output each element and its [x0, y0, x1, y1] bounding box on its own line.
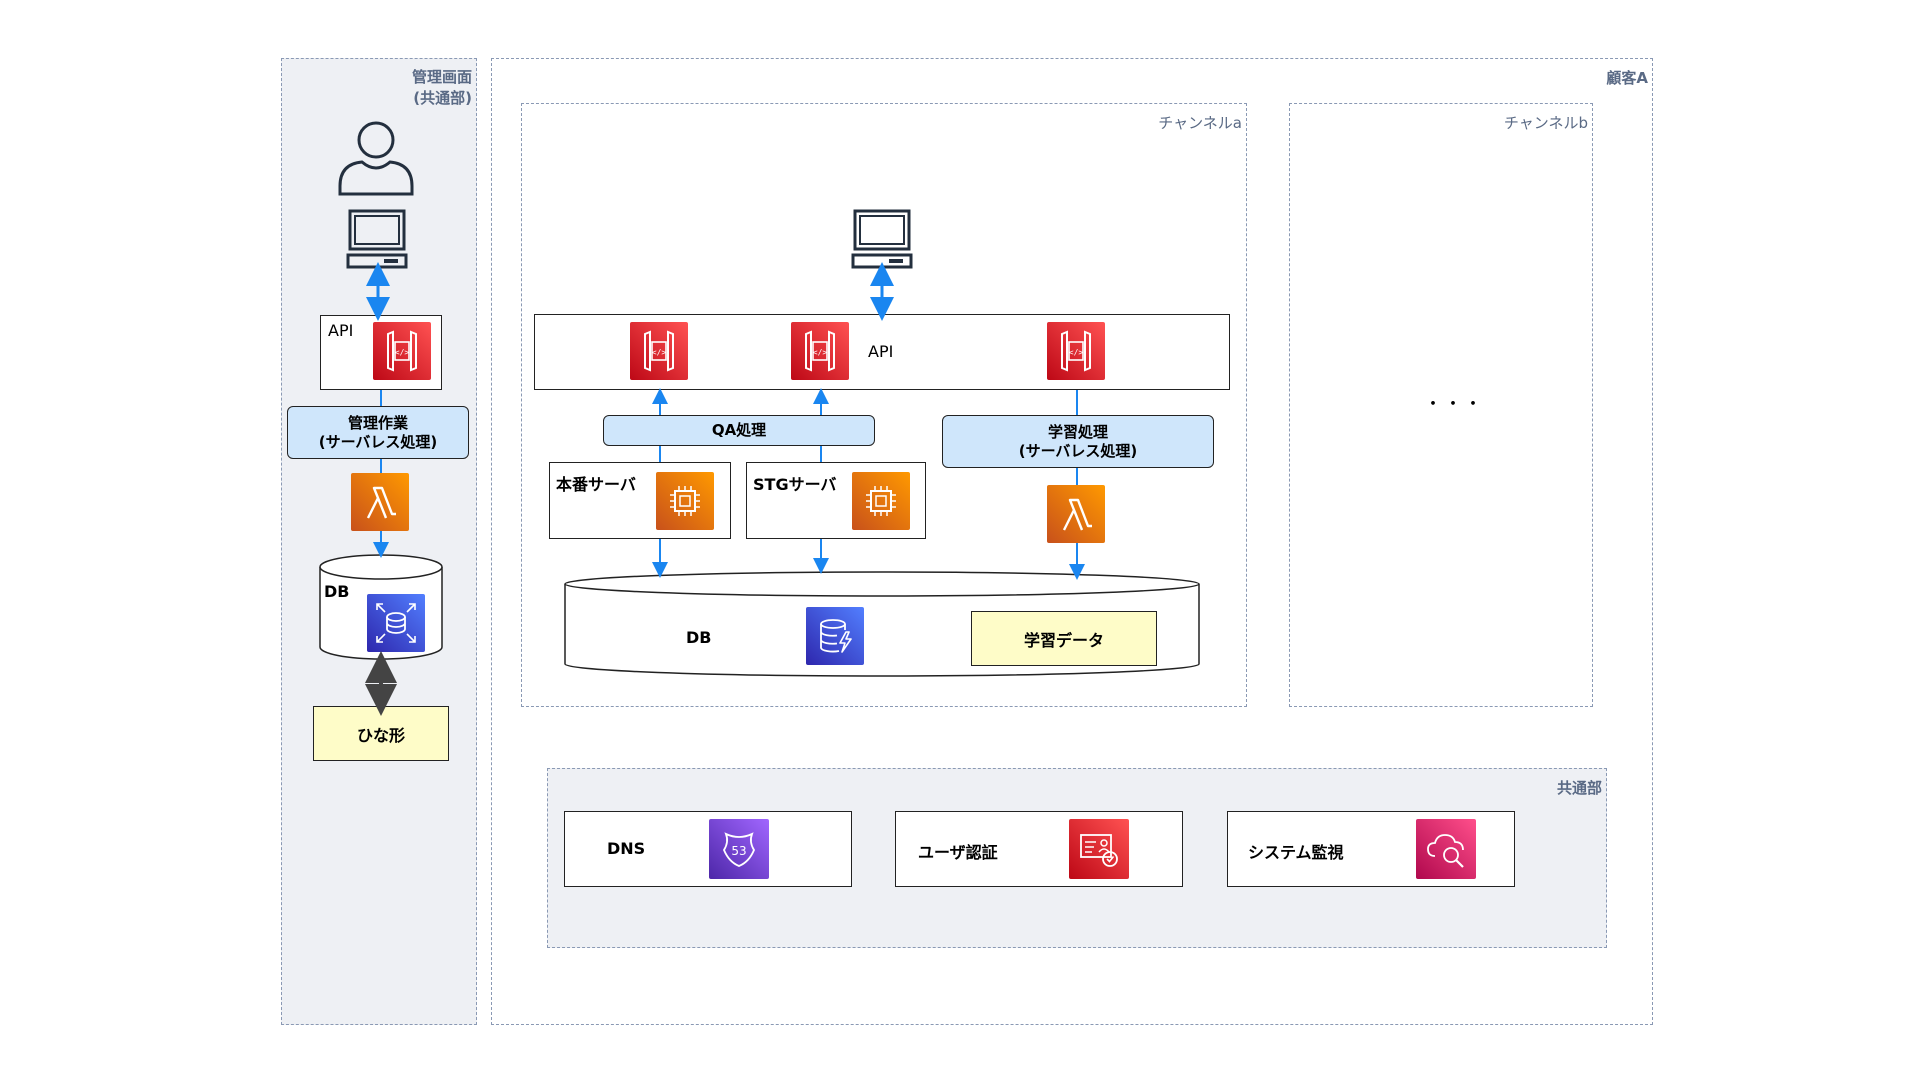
svg-text:</>: </> — [395, 348, 410, 357]
channel-db-label: DB — [686, 628, 712, 647]
lambda-icon — [1047, 485, 1105, 543]
admin-db-label: DB — [324, 582, 350, 601]
dynamodb-icon — [806, 607, 864, 665]
channel-api-label: API — [868, 342, 894, 361]
api-gateway-icon: </> — [630, 322, 688, 380]
stg-server-label: STGサーバ — [753, 475, 837, 494]
channel-a-group: チャンネルa — [521, 103, 1247, 707]
channel-a-label: チャンネルa — [1158, 114, 1242, 132]
auth-label: ユーザ認証 — [918, 843, 998, 862]
dns-label: DNS — [607, 839, 646, 858]
channel-b-group: チャンネルb ・・・ — [1289, 103, 1593, 707]
channel-b-ellipsis: ・・・ — [1424, 394, 1484, 415]
lambda-icon — [351, 473, 409, 531]
dns-box: DNS — [564, 811, 852, 887]
ec2-icon — [656, 472, 714, 530]
api-gateway-icon: </> — [791, 322, 849, 380]
svg-text:</>: </> — [652, 348, 667, 357]
channel-b-label: チャンネルb — [1503, 114, 1588, 132]
ec2-icon — [852, 472, 910, 530]
svg-text:</>: </> — [813, 348, 828, 357]
cloudwatch-icon — [1416, 819, 1476, 879]
admin-api-label: API — [328, 321, 354, 340]
customer-group: 顧客A — [491, 58, 1653, 1025]
svg-text:</>: </> — [1069, 348, 1084, 357]
auth-box: ユーザ認証 — [895, 811, 1183, 887]
admin-group: 管理画面 (共通部) — [281, 58, 477, 1025]
learning-process-box: 学習処理 (サーバレス処理) — [942, 415, 1214, 468]
qa-process-box: QA処理 — [603, 415, 875, 446]
route53-icon: 53 — [709, 819, 769, 879]
api-gateway-icon: </> — [373, 322, 431, 380]
customer-group-label: 顧客A — [1606, 69, 1648, 87]
api-gateway-icon: </> — [1047, 322, 1105, 380]
common-group-label: 共通部 — [1556, 779, 1602, 797]
prod-server-label: 本番サーバ — [556, 475, 636, 494]
admin-group-label: 管理画面 (共通部) — [411, 68, 472, 107]
learning-data-box: 学習データ — [971, 611, 1157, 666]
user-icon — [338, 121, 414, 196]
rds-icon — [367, 594, 425, 652]
admin-process-box: 管理作業 (サーバレス処理) — [287, 406, 469, 459]
svg-text:53: 53 — [731, 844, 746, 858]
cognito-icon — [1069, 819, 1129, 879]
monitor-label: システム監視 — [1248, 843, 1344, 862]
